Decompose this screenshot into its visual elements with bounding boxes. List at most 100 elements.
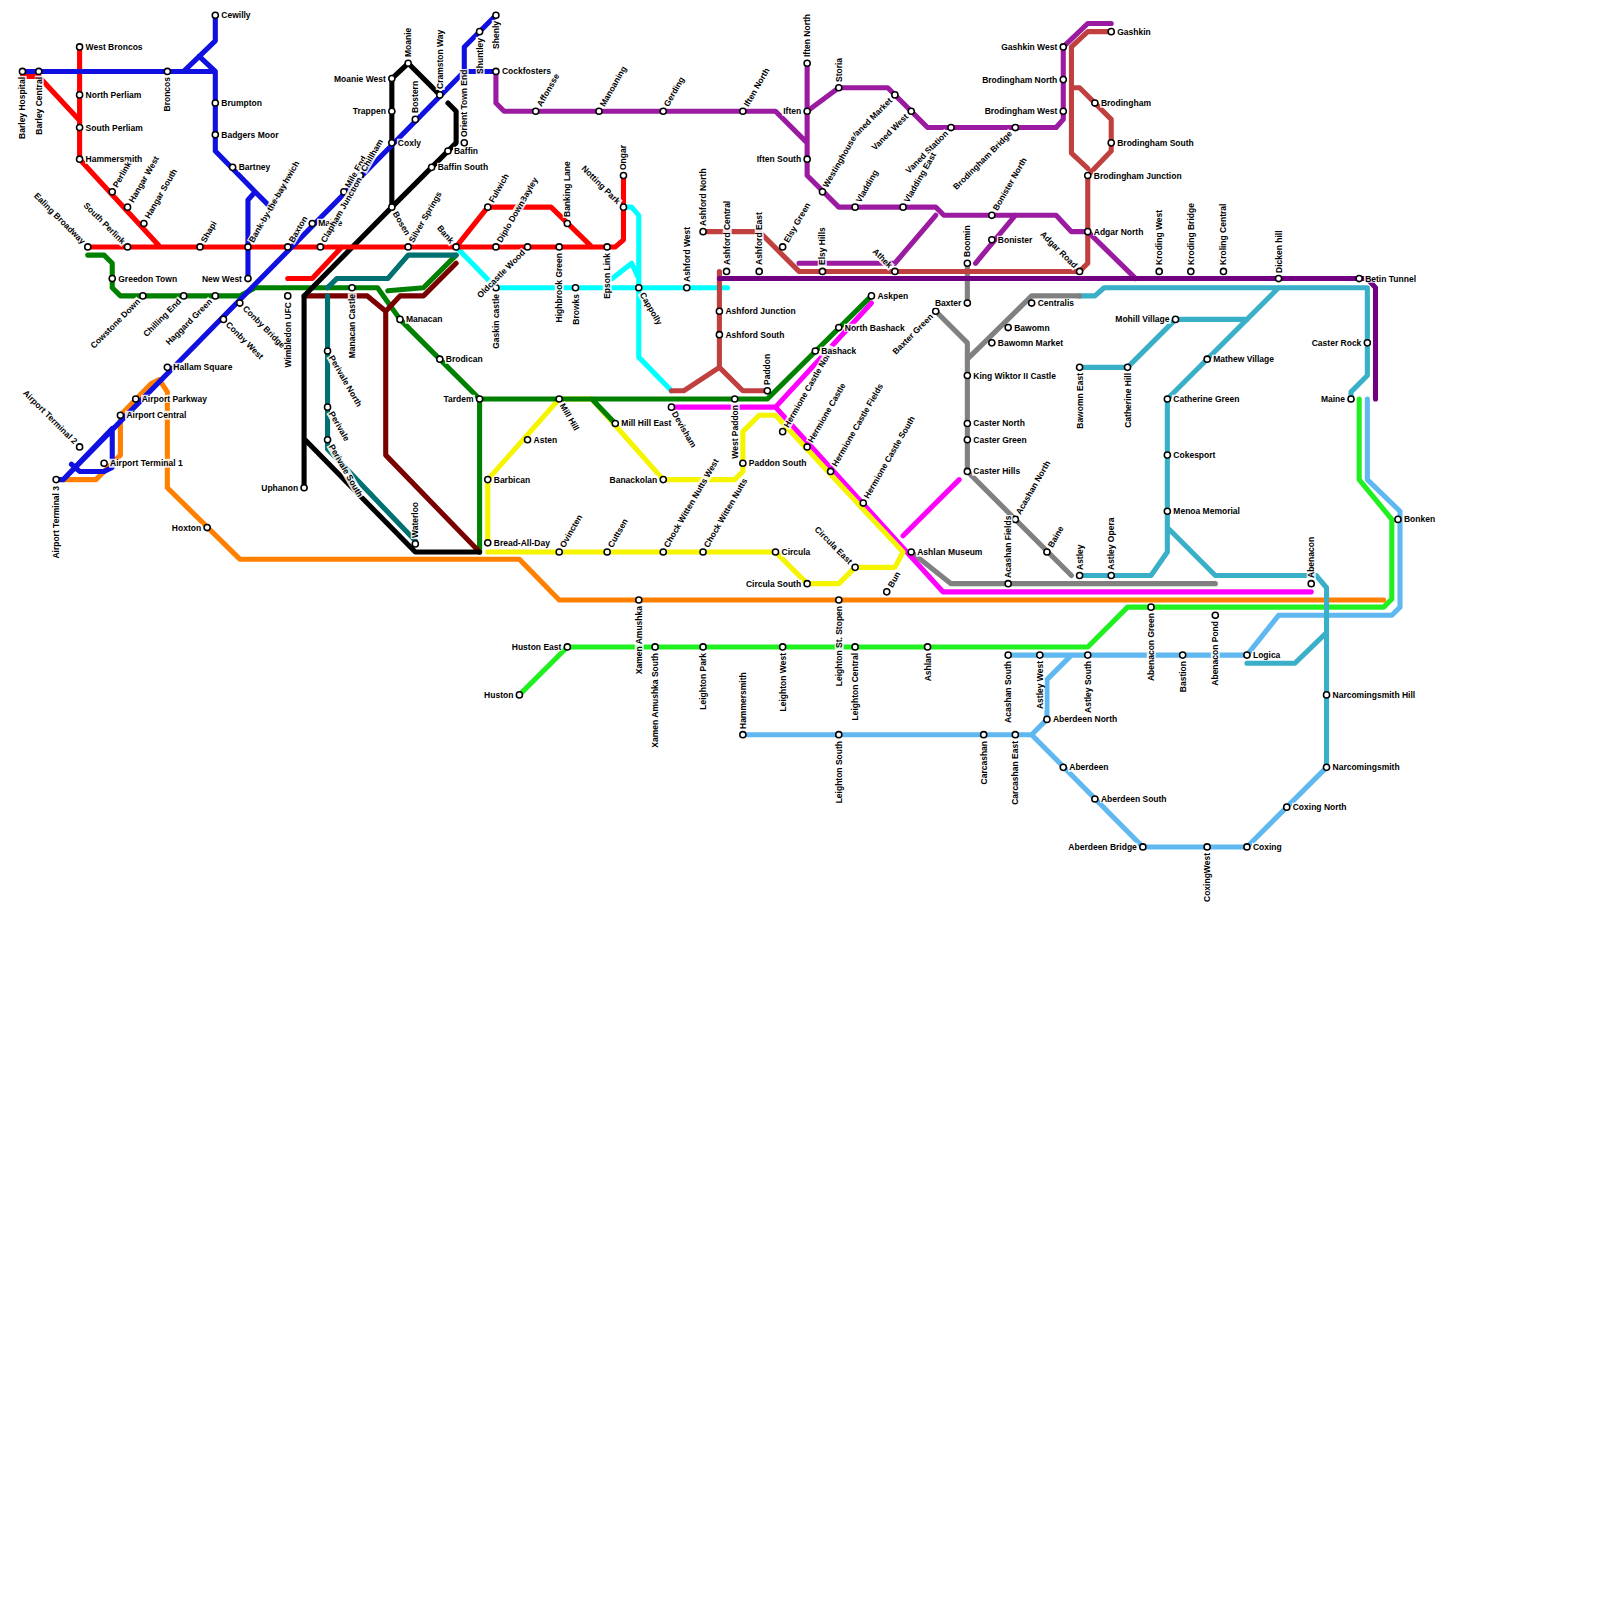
station-label: Menoa Memorial bbox=[1172, 507, 1241, 516]
station-dot bbox=[1044, 549, 1050, 555]
station-label: Brodican bbox=[445, 355, 484, 364]
station-dot bbox=[836, 732, 842, 738]
station-label: Moanie bbox=[404, 27, 413, 58]
station-label: Shuntley bbox=[475, 37, 484, 75]
station-label: Bostern bbox=[411, 80, 420, 114]
station-dot bbox=[604, 549, 610, 555]
station-dot bbox=[908, 549, 914, 555]
station-dot bbox=[933, 308, 939, 314]
station-label: Bawomn bbox=[1013, 323, 1050, 332]
station-dot bbox=[772, 549, 778, 555]
station-label: Athek bbox=[870, 247, 894, 271]
station-label: Diplo Down bbox=[495, 198, 527, 244]
station-label: Hammersmith bbox=[85, 155, 144, 164]
station-label: Adgar Road bbox=[1038, 229, 1079, 270]
station-dot bbox=[989, 212, 995, 218]
station-dot bbox=[124, 204, 130, 210]
station-label: Ashford Junction bbox=[724, 307, 796, 316]
station-label: Cramston Way bbox=[436, 29, 445, 90]
station-label: Carcashan East bbox=[1011, 740, 1020, 806]
station-label: Airport Terminal 3 bbox=[52, 485, 61, 560]
station-label: Gaskin castle bbox=[492, 293, 501, 350]
station-dot bbox=[964, 468, 970, 474]
station-label: Mathew Village bbox=[1212, 355, 1275, 364]
station-dot bbox=[740, 108, 746, 114]
station-label: Greedon Town bbox=[117, 274, 178, 283]
station-dot bbox=[1029, 300, 1035, 306]
station-dot bbox=[445, 148, 451, 154]
station-dot bbox=[212, 293, 218, 299]
station-label: Bosen bbox=[391, 209, 412, 237]
station-dot bbox=[1108, 140, 1114, 146]
station-label: Shapi bbox=[199, 219, 219, 245]
station-dot bbox=[477, 396, 483, 402]
black-line bbox=[304, 63, 480, 552]
station-label: Gashkin bbox=[1116, 27, 1152, 36]
station-label: Asten bbox=[533, 436, 559, 445]
station-label: Aberdeen North bbox=[1052, 715, 1118, 724]
station-dot bbox=[1348, 396, 1354, 402]
station-dot bbox=[1077, 268, 1083, 274]
station-dot bbox=[493, 244, 499, 250]
station-label: Elsy Green bbox=[781, 200, 812, 244]
station-label: Bastion bbox=[1178, 660, 1187, 693]
station-dot bbox=[924, 644, 930, 650]
station-dot bbox=[1220, 268, 1226, 274]
station-dot bbox=[437, 92, 443, 98]
station-label: Coxly bbox=[397, 139, 422, 148]
station-label: Ovincten bbox=[558, 512, 585, 549]
station-dot bbox=[77, 444, 83, 450]
station-dot bbox=[964, 260, 970, 266]
station-label: Brodingham North bbox=[981, 75, 1058, 84]
station-dot bbox=[1323, 764, 1329, 770]
station-label: Askpen bbox=[876, 292, 909, 301]
station-label: Barbican bbox=[493, 475, 531, 484]
station-dot bbox=[564, 220, 570, 226]
station-dot bbox=[485, 204, 491, 210]
station-dot bbox=[1085, 172, 1091, 178]
station-dot bbox=[1124, 364, 1130, 370]
station-label: Circula South bbox=[745, 579, 802, 588]
station-label: Mill Hill bbox=[558, 401, 581, 433]
station-label: Cewilly bbox=[220, 11, 251, 20]
station-dot bbox=[1364, 340, 1370, 346]
station-label: New West bbox=[201, 274, 243, 283]
station-label: North Perliam bbox=[85, 91, 143, 100]
station-label: Cokesport bbox=[1172, 451, 1216, 460]
station-label: Brumpton bbox=[220, 99, 263, 108]
station-label: Coxing bbox=[1252, 843, 1283, 852]
station-dot bbox=[860, 500, 866, 506]
station-label: Cuttsen bbox=[606, 516, 630, 549]
station-label: North Bashack bbox=[844, 323, 906, 332]
station-dot bbox=[804, 444, 810, 450]
station-label: Perivale bbox=[326, 409, 351, 443]
station-label: Fulwich bbox=[487, 172, 511, 205]
station-dot bbox=[604, 244, 610, 250]
station-label: Perlink bbox=[111, 159, 134, 190]
station-label: Baffin South bbox=[437, 163, 490, 172]
station-label: Brodingham South bbox=[1116, 139, 1195, 148]
station-dot bbox=[828, 468, 834, 474]
station-dot bbox=[1108, 572, 1114, 578]
station-label: Westinghouse bbox=[821, 133, 858, 189]
station-label: Perivale South bbox=[326, 442, 364, 499]
station-label: Xamen Amushka bbox=[635, 605, 644, 675]
station-label: Airport Terminal 2 bbox=[20, 388, 79, 447]
station-label: Narcomingsmith Hill bbox=[1332, 691, 1417, 700]
station-dot bbox=[716, 332, 722, 338]
station-dot bbox=[324, 404, 330, 410]
station-dot bbox=[181, 293, 187, 299]
station-label: West Broncos bbox=[85, 43, 144, 52]
station-dot bbox=[740, 732, 746, 738]
station-dot bbox=[204, 524, 210, 530]
station-dot bbox=[819, 268, 825, 274]
station-dot bbox=[908, 108, 914, 114]
station-dot bbox=[1164, 452, 1170, 458]
station-dot bbox=[437, 356, 443, 362]
station-dot bbox=[700, 644, 706, 650]
bright-green-line bbox=[519, 399, 1391, 695]
station-dot bbox=[397, 316, 403, 322]
station-dot bbox=[1180, 652, 1186, 658]
dark-purple-line bbox=[719, 279, 1375, 399]
station-dot bbox=[1395, 516, 1401, 522]
